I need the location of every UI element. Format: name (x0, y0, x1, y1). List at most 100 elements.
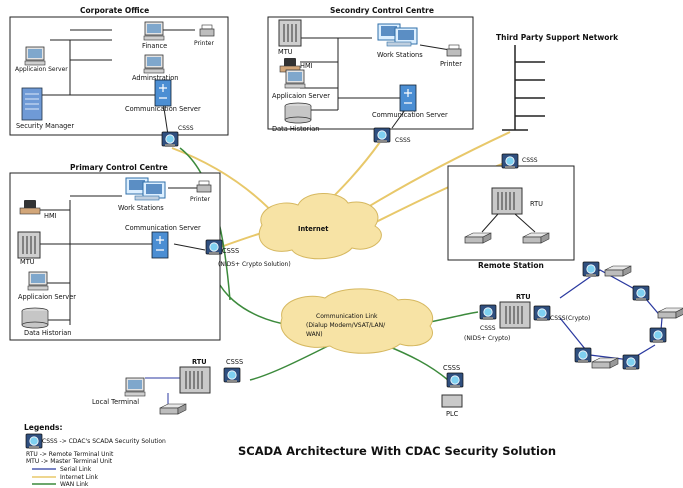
diagram-title: SCADA Architecture With CDAC Security So… (238, 444, 556, 458)
administration-pc-icon (143, 54, 165, 74)
printer-icon (446, 44, 462, 57)
legend-item: RTU -> Remote Terminal Unit (26, 451, 114, 458)
csss-icon (205, 239, 223, 256)
csss-icon (501, 153, 519, 170)
legend-item: CSSS -> CDAC's SCADA Security Solution (42, 438, 166, 445)
node-label: CSSS (443, 364, 460, 372)
node-label: CSSS (480, 325, 496, 332)
node-label: RTU (516, 293, 531, 301)
application-server-icon (284, 69, 306, 89)
legend-item: MTU -> Master Terminal Unit (26, 458, 113, 465)
security-manager-icon (21, 87, 43, 121)
rtu-icon (499, 301, 531, 329)
local-terminal-icon (124, 377, 146, 397)
region-title: Primary Control Centre (70, 163, 168, 172)
csss-icon (373, 127, 391, 144)
modem-icon (591, 357, 619, 369)
node-label: Printer (190, 196, 210, 203)
legend-item: Internet Link (60, 474, 99, 481)
data-historian-icon (284, 102, 312, 124)
region-title: Corporate Office (80, 6, 149, 15)
node-label: CSSS (395, 137, 411, 144)
csss-icon (446, 372, 464, 389)
modem-icon (159, 403, 187, 415)
printer-icon (199, 24, 215, 37)
node-label: Communication Server (125, 105, 201, 113)
node-label: Printer (440, 60, 462, 68)
csss-icon (649, 327, 667, 344)
node-label: Applicaion Server (18, 293, 76, 301)
csss-icon (622, 354, 640, 371)
node-label: Applicaion Server (272, 92, 330, 100)
csss-icon (533, 305, 551, 322)
modem-icon (657, 307, 683, 319)
communication-server-icon (151, 231, 169, 259)
region-title: Third Party Support Network (496, 33, 619, 42)
csss-icon (25, 433, 43, 450)
node-label: CSSS (178, 125, 194, 132)
remote-station-region: Remote Station CSSS RTU (447, 153, 575, 270)
rtu-local-cluster: RTU CSSS Local Terminal (92, 358, 243, 415)
csss-icon (223, 367, 241, 384)
node-label: MTU (20, 258, 35, 266)
node-label: Local Terminal (92, 398, 139, 406)
node-label: Data Historian (24, 329, 71, 337)
legend-heading: Legends: (24, 423, 63, 432)
node-label: Communication Server (372, 111, 448, 119)
node-label: Work Stations (377, 51, 423, 59)
communication-server-icon (154, 79, 172, 107)
internet-cloud: Internet (258, 193, 382, 260)
plc-cluster: CSSS PLC (441, 364, 464, 418)
node-label: CSSS (226, 358, 243, 366)
rtu-right-cluster: CSSS (NIDS+ Crypto) RTU CSSS(Crypto) (464, 261, 683, 371)
node-label: PLC (446, 410, 459, 418)
region-title: Secondry Control Centre (330, 6, 434, 15)
region-title: Remote Station (478, 261, 544, 270)
application-server-icon (27, 271, 49, 291)
node-label: Communication Server (125, 224, 201, 232)
application-server-icon (24, 46, 46, 66)
legend-item: Serial Link (60, 466, 92, 473)
node-label: RTU (530, 200, 543, 208)
csss-icon (479, 304, 497, 321)
modem-icon (604, 265, 632, 277)
node-label: CSSS (222, 247, 239, 255)
internet-label: Internet (298, 225, 328, 233)
node-label: Adminstration (132, 74, 178, 82)
printer-icon (196, 180, 212, 193)
csss-icon (161, 131, 179, 148)
rtu-icon (179, 366, 211, 394)
legend: Legends: CSSS -> CDAC's SCADA Security S… (24, 423, 166, 488)
node-label: HMI (44, 212, 57, 220)
node-label: CSSS (522, 157, 538, 164)
csss-icon (582, 261, 600, 278)
node-label: Work Stations (118, 204, 164, 212)
node-label: Data Historian (272, 125, 319, 133)
comm-link-label: WAN) (306, 331, 323, 338)
communication-server-icon (399, 84, 417, 112)
secondary-control-centre-region: Secondry Control Centre MTU HMI Applicai… (267, 6, 474, 144)
node-label: (NIDS+ Crypto Solution) (218, 261, 291, 268)
plc-icon (441, 394, 463, 408)
node-label: Applicaion Server (15, 66, 68, 73)
node-label: Printer (194, 40, 214, 47)
node-label: MTU (278, 48, 293, 56)
corporate-office-region: Corporate Office Applicaion Server Finan… (9, 6, 229, 148)
data-historian-icon (21, 307, 49, 329)
legend-item: WAN Link (60, 481, 89, 488)
node-label: RTU (192, 358, 207, 366)
finance-pc-icon (143, 21, 165, 41)
rtu-icon (491, 187, 523, 215)
comm-link-label: Communication Link (316, 313, 378, 320)
mtu-icon (278, 19, 302, 47)
third-party-network: Third Party Support Network (496, 33, 619, 131)
comm-link-label: (Dialup Modem/VSAT/LAN/ (306, 322, 386, 329)
csss-icon (574, 347, 592, 364)
node-label: (NIDS+ Crypto) (464, 335, 510, 342)
node-label: Security Manager (16, 122, 74, 130)
node-label: HMI (300, 62, 313, 70)
communication-link-cloud: Communication Link (Dialup Modem/VSAT/LA… (280, 288, 434, 354)
primary-control-centre-region: Primary Control Centre HMI Work Stations… (9, 163, 291, 341)
node-label: CSSS(Crypto) (550, 315, 590, 322)
